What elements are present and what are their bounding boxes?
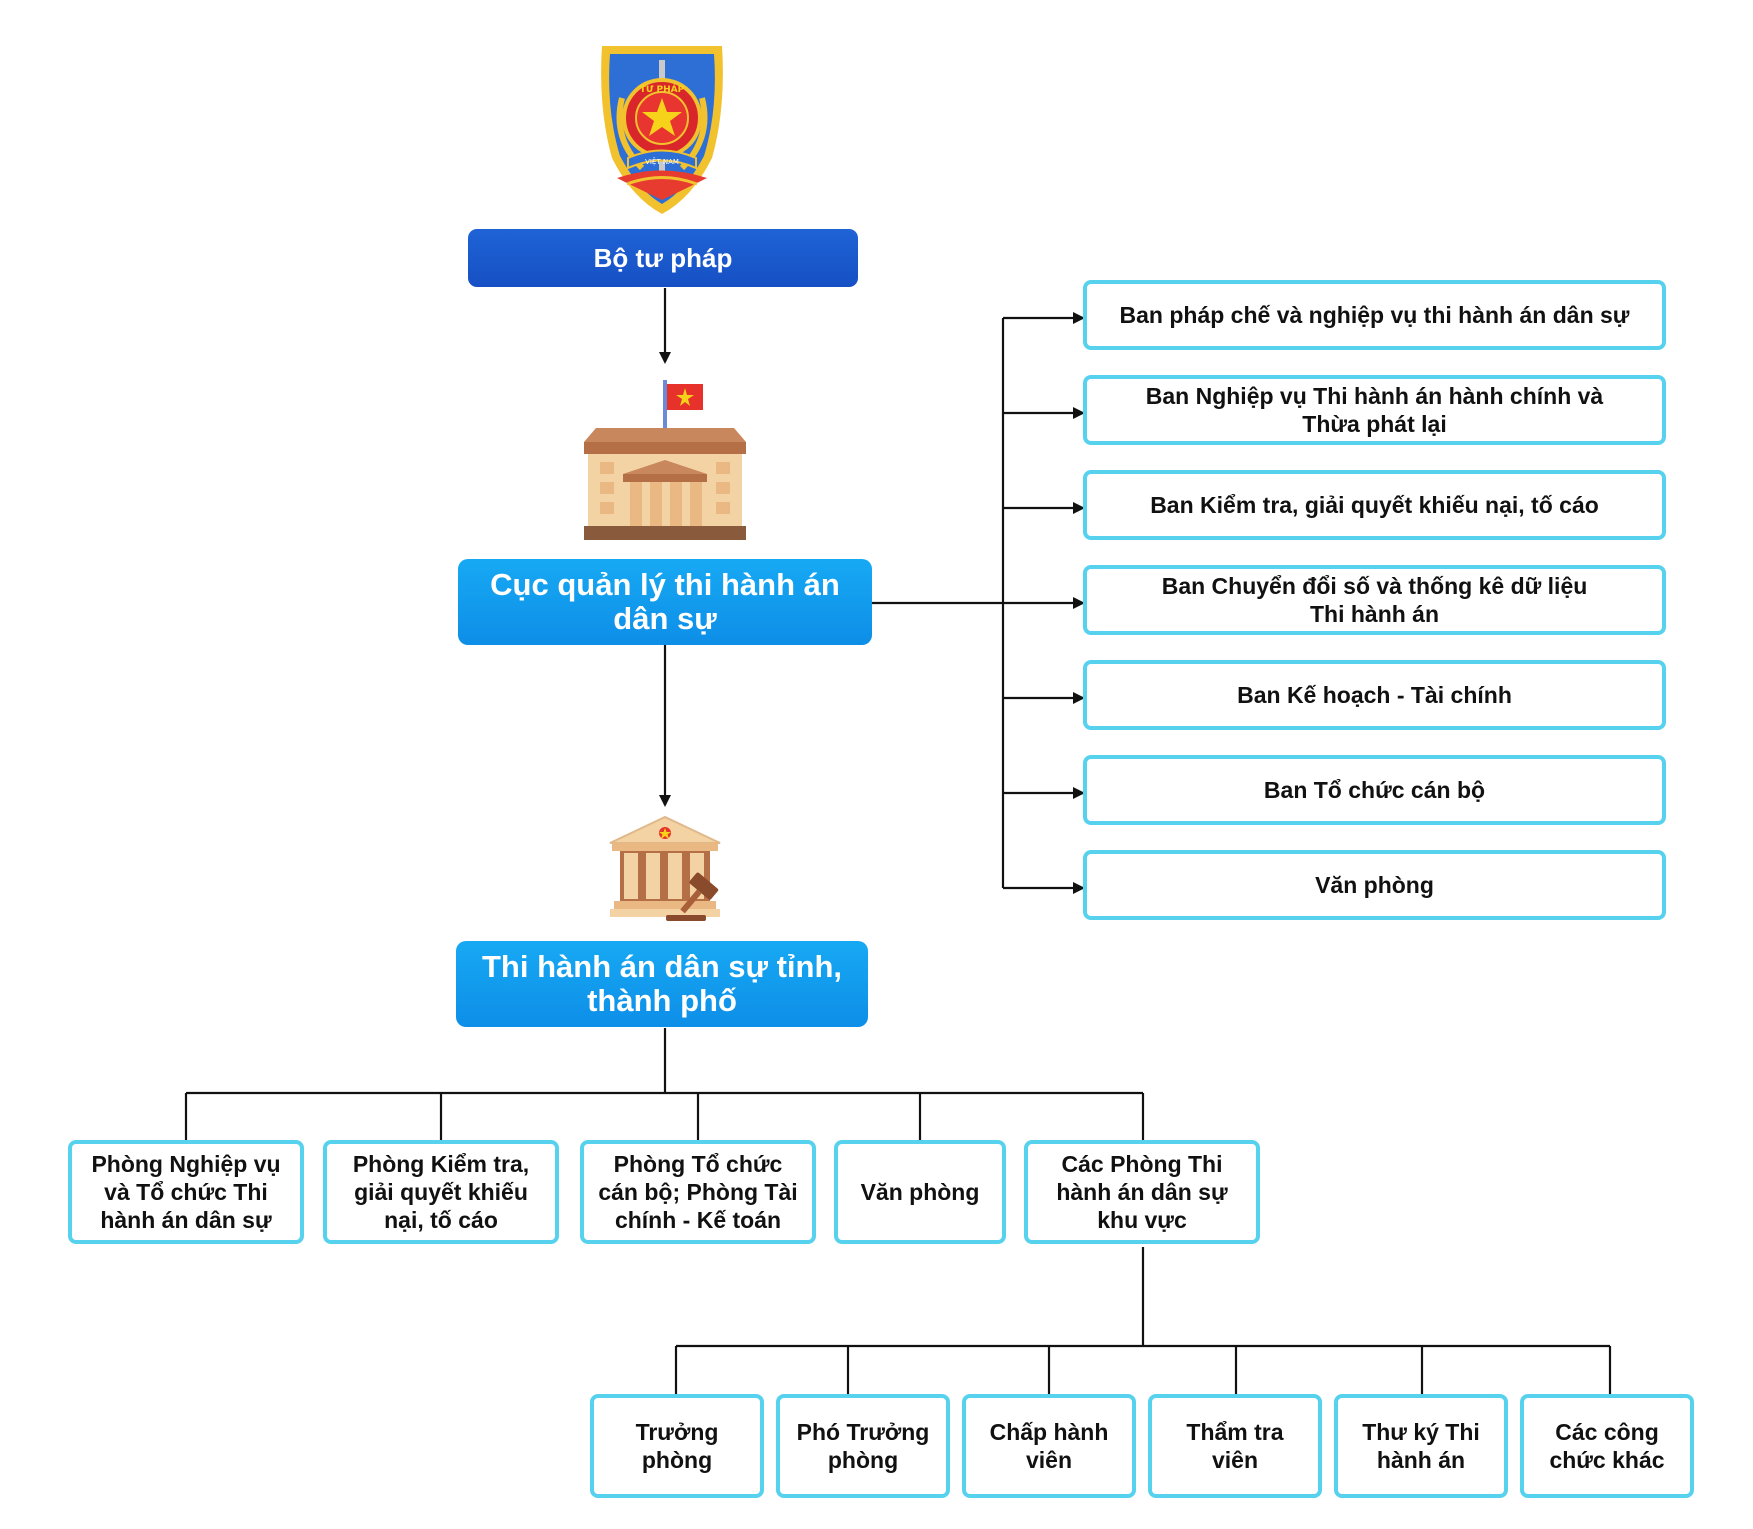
board-personnel[interactable]: Ban Tổ chức cán bộ	[1083, 755, 1666, 825]
tu-phap-emblem-icon: TƯ PHÁP VIỆT NAM	[601, 46, 723, 214]
role-label: Các công chức khác	[1549, 1419, 1665, 1473]
unit-regional-offices[interactable]: Các Phòng Thi hành án dân sự khu vực	[1024, 1140, 1260, 1244]
board-label: Ban Nghiệp vụ Thi hành án hành chính và …	[1145, 383, 1604, 437]
unit-label: Văn phòng	[860, 1179, 980, 1205]
board-label: Ban Kiểm tra, giải quyết khiếu nại, tố c…	[1150, 492, 1599, 518]
board-label: Ban Kế hoạch - Tài chính	[1237, 682, 1512, 708]
role-label: Thẩm tra viên	[1186, 1419, 1284, 1473]
role-examiner[interactable]: Thẩm tra viên	[1148, 1394, 1322, 1498]
unit-label: Phòng Tổ chức cán bộ; Phòng Tài chính - …	[598, 1151, 798, 1233]
board-office[interactable]: Văn phòng	[1083, 850, 1666, 920]
role-label: Chấp hành viên	[989, 1419, 1109, 1473]
unit-label: Phòng Nghiệp vụ và Tổ chức Thi hành án d…	[91, 1151, 281, 1233]
role-label: Thư ký Thi hành án	[1362, 1419, 1480, 1473]
unit-personnel-finance[interactable]: Phòng Tổ chức cán bộ; Phòng Tài chính - …	[580, 1140, 816, 1244]
board-label: Ban Tổ chức cán bộ	[1263, 777, 1486, 803]
department-label: Cục quản lý thi hành án dân sự	[490, 567, 840, 636]
role-label: Phó Trưởng phòng	[796, 1419, 930, 1473]
board-label: Ban pháp chế và nghiệp vụ thi hành án dâ…	[1119, 302, 1630, 328]
role-other-officials[interactable]: Các công chức khác	[1520, 1394, 1694, 1498]
board-digital-transformation[interactable]: Ban Chuyển đổi số và thống kê dữ liệu Th…	[1083, 565, 1666, 635]
svg-text:TƯ PHÁP: TƯ PHÁP	[640, 83, 685, 95]
role-enforcement-officer[interactable]: Chấp hành viên	[962, 1394, 1136, 1498]
board-label: Ban Chuyển đổi số và thống kê dữ liệu Th…	[1161, 573, 1588, 627]
ministry-box[interactable]: Bộ tư pháp	[468, 229, 858, 287]
role-head[interactable]: Trưởng phòng	[590, 1394, 764, 1498]
board-legal-affairs[interactable]: Ban pháp chế và nghiệp vụ thi hành án dâ…	[1083, 280, 1666, 350]
role-deputy-head[interactable]: Phó Trưởng phòng	[776, 1394, 950, 1498]
role-clerk[interactable]: Thư ký Thi hành án	[1334, 1394, 1508, 1498]
government-building-flag-icon	[584, 380, 746, 540]
role-label: Trưởng phòng	[635, 1419, 719, 1473]
board-planning-finance[interactable]: Ban Kế hoạch - Tài chính	[1083, 660, 1666, 730]
department-box[interactable]: Cục quản lý thi hành án dân sự	[458, 559, 872, 645]
unit-inspection-complaints[interactable]: Phòng Kiểm tra, giải quyết khiếu nại, tố…	[323, 1140, 559, 1244]
unit-label: Các Phòng Thi hành án dân sự khu vực	[1056, 1151, 1228, 1233]
board-label: Văn phòng	[1315, 872, 1434, 898]
board-inspection-complaints[interactable]: Ban Kiểm tra, giải quyết khiếu nại, tố c…	[1083, 470, 1666, 540]
provincial-box[interactable]: Thi hành án dân sự tỉnh, thành phố	[456, 941, 868, 1027]
unit-label: Phòng Kiểm tra, giải quyết khiếu nại, tố…	[352, 1151, 530, 1233]
provincial-label: Thi hành án dân sự tỉnh, thành phố	[482, 949, 842, 1018]
courthouse-gavel-icon	[609, 815, 721, 921]
board-administrative-enforcement[interactable]: Ban Nghiệp vụ Thi hành án hành chính và …	[1083, 375, 1666, 445]
ministry-label: Bộ tư pháp	[593, 242, 733, 273]
unit-professional-affairs[interactable]: Phòng Nghiệp vụ và Tổ chức Thi hành án d…	[68, 1140, 304, 1244]
svg-text:VIỆT NAM: VIỆT NAM	[645, 157, 679, 166]
unit-office[interactable]: Văn phòng	[834, 1140, 1006, 1244]
